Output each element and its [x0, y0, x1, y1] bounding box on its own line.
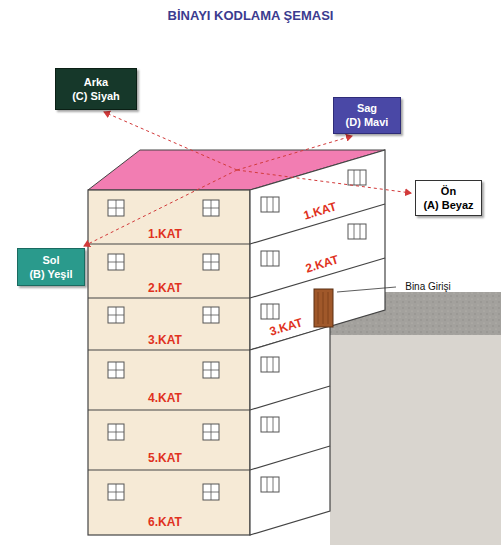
callout-text: Ön — [423, 184, 474, 198]
direction-callout-box: Arka(C) Siyah — [55, 68, 137, 110]
ground-section — [330, 335, 501, 545]
side-face — [250, 150, 385, 350]
side-windows — [261, 170, 366, 492]
floor-label: 1.KAT — [148, 227, 182, 241]
floor-label: 3.KAT — [148, 333, 182, 347]
windows — [108, 200, 219, 500]
callout-text: Arka — [63, 75, 129, 89]
callout-text: Sag — [341, 101, 393, 115]
door-leader — [337, 287, 396, 292]
callout-text: Sol — [25, 253, 77, 267]
floor-label: 6.KAT — [148, 515, 182, 529]
diagram-title: BİNAYI KODLAMA ŞEMASI — [0, 8, 501, 23]
callout-text: (D) Mavi — [341, 115, 393, 129]
callout-text: (B) Yeşil — [25, 267, 77, 281]
door — [314, 289, 333, 327]
direction-callout-box: Ön(A) Beyaz — [415, 180, 482, 216]
entrance-label: Bina Girişi — [405, 281, 451, 292]
floor-label: 4.KAT — [148, 391, 182, 405]
direction-callout-box: Sag(D) Mavi — [333, 97, 401, 134]
callout-text: (C) Siyah — [63, 89, 129, 103]
callout-text: (A) Beyaz — [423, 198, 474, 212]
floor-label: 2.KAT — [148, 281, 182, 295]
direction-callout-box: Sol(B) Yeşil — [17, 248, 85, 286]
side-face-lower — [250, 326, 330, 535]
floor-label: 5.KAT — [148, 451, 182, 465]
front-face — [88, 190, 250, 535]
